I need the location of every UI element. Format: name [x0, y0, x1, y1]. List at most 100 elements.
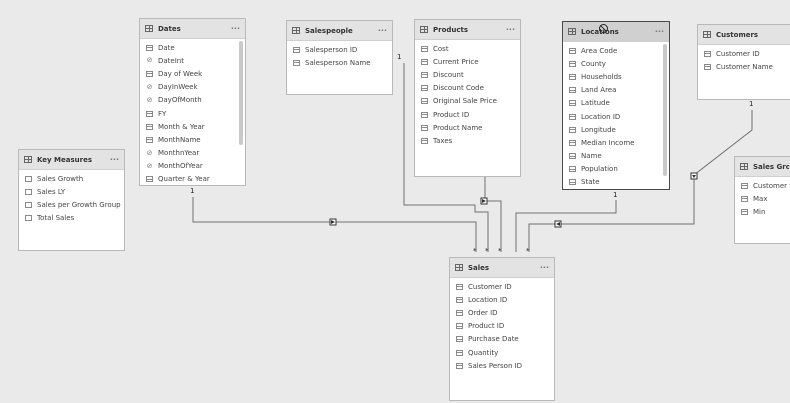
more-options-icon[interactable]: ···: [109, 155, 119, 164]
field-name: DayOfMonth: [158, 96, 202, 105]
field-row[interactable]: Sales per Growth Group: [19, 198, 124, 211]
field-row[interactable]: Customer ID: [698, 47, 790, 60]
more-options-icon[interactable]: ···: [789, 162, 790, 171]
direction-arrow: [482, 199, 486, 203]
table-header[interactable]: Salespeople···: [287, 21, 392, 41]
field-row[interactable]: Date: [140, 41, 245, 54]
field-row[interactable]: Order ID: [450, 306, 554, 319]
field-row[interactable]: Month & Year: [140, 120, 245, 133]
table-header[interactable]: Dates···: [140, 19, 245, 39]
table-icon: [292, 27, 300, 34]
table-header[interactable]: Locations···: [563, 22, 669, 42]
field-row[interactable]: Max: [735, 192, 790, 205]
field-name: MonthOfYear: [158, 162, 203, 171]
field-row[interactable]: Quarter & Year: [140, 173, 245, 185]
table-sales-growth[interactable]: Sales Growt··· Customer SeMaxMin: [734, 156, 790, 244]
field-row[interactable]: Discount: [415, 68, 520, 81]
more-options-icon[interactable]: ···: [377, 26, 387, 35]
field-name: Date: [158, 43, 175, 52]
more-options-icon[interactable]: ···: [654, 27, 664, 36]
field-icon: [704, 63, 711, 70]
field-row[interactable]: Day of Week: [140, 67, 245, 80]
field-row[interactable]: Population: [563, 163, 669, 176]
field-row[interactable]: Sales LY: [19, 185, 124, 198]
field-row[interactable]: ⊘DateInt: [140, 54, 245, 67]
field-row[interactable]: County: [563, 57, 669, 70]
field-row[interactable]: Sales Person ID: [450, 359, 554, 372]
table-header[interactable]: Products···: [415, 20, 520, 40]
field-row[interactable]: Area Code: [563, 44, 669, 57]
field-row[interactable]: Min: [735, 205, 790, 218]
field-row[interactable]: Longitude: [563, 123, 669, 136]
field-row[interactable]: ⊘MonthnYear: [140, 147, 245, 160]
field-row[interactable]: Latitude: [563, 97, 669, 110]
field-icon: [569, 179, 576, 186]
field-row[interactable]: Name: [563, 150, 669, 163]
field-row[interactable]: Purchase Date: [450, 333, 554, 346]
field-row[interactable]: Customer Se: [735, 179, 790, 192]
table-title: Customers: [716, 30, 759, 39]
field-row[interactable]: Salesperson ID: [287, 43, 392, 56]
field-name: Median Income: [581, 138, 635, 147]
field-name: Month & Year: [158, 122, 205, 131]
field-row[interactable]: Location ID: [450, 293, 554, 306]
cardinality-one: 1: [749, 100, 754, 108]
field-row[interactable]: Original Sale Price: [415, 95, 520, 108]
field-name: Households: [581, 72, 622, 81]
field-row[interactable]: Salesperson Name: [287, 56, 392, 69]
field-row[interactable]: ⊘MonthOfYear: [140, 160, 245, 173]
field-icon: [146, 70, 153, 77]
field-row[interactable]: Land Area: [563, 84, 669, 97]
field-row[interactable]: Total Sales: [19, 212, 124, 225]
field-row[interactable]: ⊘DayInWeek: [140, 81, 245, 94]
table-header[interactable]: Sales Growt···: [735, 157, 790, 177]
table-icon: [703, 31, 711, 38]
field-name: Discount: [433, 70, 464, 79]
field-row[interactable]: Quantity: [450, 346, 554, 359]
field-icon: [293, 46, 300, 53]
field-name: FY: [158, 109, 167, 118]
table-customers[interactable]: Customers··· Customer ID Customer Name: [697, 24, 790, 100]
field-row[interactable]: FY: [140, 107, 245, 120]
more-options-icon[interactable]: ···: [505, 25, 515, 34]
scrollbar[interactable]: [663, 44, 667, 176]
field-icon: [421, 58, 428, 65]
field-icon: [569, 139, 576, 146]
field-row[interactable]: Sales Growth: [19, 172, 124, 185]
field-row[interactable]: Customer ID: [450, 280, 554, 293]
table-header[interactable]: Customers···: [698, 25, 790, 45]
field-row[interactable]: Households: [563, 70, 669, 83]
field-name: Customer ID: [716, 49, 760, 58]
field-row[interactable]: Product ID: [415, 108, 520, 121]
field-row[interactable]: Product ID: [450, 320, 554, 333]
field-row[interactable]: Median Income: [563, 136, 669, 149]
table-header[interactable]: Sales···: [450, 258, 554, 278]
field-row[interactable]: Current Price: [415, 55, 520, 68]
scrollbar[interactable]: [239, 41, 243, 145]
field-name: Order ID: [468, 308, 498, 317]
more-options-icon[interactable]: ···: [539, 263, 549, 272]
field-row[interactable]: Taxes: [415, 134, 520, 147]
field-icon: [146, 136, 153, 143]
table-header[interactable]: Key Measures···: [19, 150, 124, 170]
more-options-icon[interactable]: ···: [230, 24, 240, 33]
field-row[interactable]: Product Name: [415, 121, 520, 134]
cardinality-many: *: [526, 247, 530, 255]
field-row[interactable]: Discount Code: [415, 82, 520, 95]
field-row[interactable]: Cost: [415, 42, 520, 55]
field-row[interactable]: ⊘DayOfMonth: [140, 94, 245, 107]
field-row[interactable]: Location ID: [563, 110, 669, 123]
field-row[interactable]: State: [563, 176, 669, 189]
field-row[interactable]: Customer Name: [698, 60, 790, 73]
field-row[interactable]: MonthName: [140, 133, 245, 146]
